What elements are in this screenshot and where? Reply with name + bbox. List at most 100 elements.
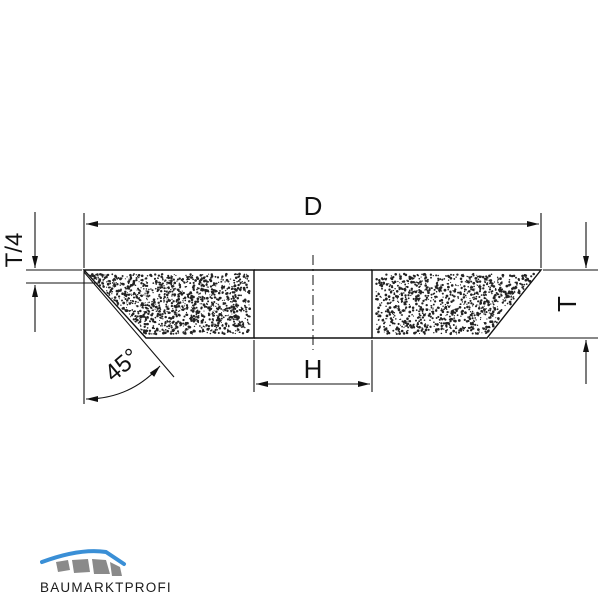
abrasive-grain (139, 317, 141, 319)
abrasive-grain (494, 299, 498, 302)
abrasive-grain (221, 299, 223, 301)
abrasive-grain (432, 307, 434, 309)
abrasive-grain (223, 332, 226, 335)
abrasive-grain (182, 297, 185, 300)
abrasive-grain (159, 286, 162, 289)
abrasive-grain (224, 309, 227, 312)
abrasive-grain (439, 287, 442, 290)
abrasive-grain (95, 278, 98, 280)
abrasive-grain (393, 313, 395, 316)
abrasive-grain (377, 292, 380, 296)
abrasive-grain (145, 284, 149, 288)
abrasive-grain (166, 320, 169, 323)
abrasive-grain (432, 303, 435, 306)
abrasive-grain (133, 310, 136, 313)
abrasive-grain (158, 305, 160, 307)
abrasive-grain (239, 324, 242, 327)
abrasive-grain (143, 325, 146, 328)
abrasive-texture-left (88, 272, 252, 336)
abrasive-grain (212, 323, 214, 325)
abrasive-grain (455, 325, 457, 327)
abrasive-grain (152, 304, 155, 308)
abrasive-grain (230, 288, 233, 291)
abrasive-grain (149, 314, 152, 316)
abrasive-grain (174, 323, 176, 326)
abrasive-grain (487, 326, 490, 329)
abrasive-grain (483, 311, 486, 313)
abrasive-grain (163, 301, 165, 303)
abrasive-grain (425, 282, 427, 284)
abrasive-grain (144, 302, 146, 304)
abrasive-grain (235, 329, 237, 332)
abrasive-grain (129, 277, 133, 280)
abrasive-grain (489, 279, 493, 282)
abrasive-grain (441, 318, 444, 321)
abrasive-grain (376, 298, 379, 301)
abrasive-grain (411, 309, 415, 312)
abrasive-grain (476, 332, 479, 335)
abrasive-grain (232, 308, 235, 311)
abrasive-grain (245, 302, 247, 304)
abrasive-grain (416, 316, 420, 319)
abrasive-grain (138, 274, 141, 276)
abrasive-grain (449, 293, 452, 296)
abrasive-grain (199, 303, 201, 305)
abrasive-grain (119, 282, 122, 284)
abrasive-grain (440, 284, 442, 286)
abrasive-grain (510, 274, 514, 278)
abrasive-grain (463, 285, 466, 288)
abrasive-grain (437, 327, 440, 331)
abrasive-grain (207, 286, 209, 288)
abrasive-grain (244, 306, 247, 309)
abrasive-grain (450, 312, 453, 315)
abrasive-grain (186, 295, 190, 298)
abrasive-grain (476, 276, 479, 278)
abrasive-grain (153, 277, 157, 280)
abrasive-grain (248, 304, 250, 306)
abrasive-grain (460, 287, 463, 290)
abrasive-grain (145, 277, 148, 280)
abrasive-grain (234, 314, 237, 317)
abrasive-grain (99, 273, 102, 276)
abrasive-grain (162, 325, 164, 327)
abrasive-grain (382, 284, 384, 286)
abrasive-grain (390, 275, 393, 277)
abrasive-grain (395, 295, 398, 298)
abrasive-grain (163, 290, 166, 293)
abrasive-grain (234, 276, 238, 280)
abrasive-grain (428, 312, 431, 315)
abrasive-grain (479, 276, 481, 279)
abrasive-grain (215, 302, 217, 304)
abrasive-grain (177, 297, 181, 301)
abrasive-grain (202, 288, 205, 291)
abrasive-grain (391, 322, 395, 325)
abrasive-grain (463, 318, 466, 322)
abrasive-grain (420, 308, 423, 311)
abrasive-grain (217, 324, 219, 327)
abrasive-grain (448, 297, 451, 300)
abrasive-grain (241, 332, 245, 335)
abrasive-grain (171, 321, 175, 324)
abrasive-grain (421, 312, 424, 315)
abrasive-grain (175, 332, 178, 335)
abrasive-grain (102, 279, 105, 281)
abrasive-grain (165, 303, 168, 306)
abrasive-grain (152, 320, 155, 323)
abrasive-grain (199, 274, 203, 277)
abrasive-grain (165, 287, 167, 289)
abrasive-grain (179, 322, 183, 326)
abrasive-grain (217, 321, 220, 325)
abrasive-grain (178, 277, 181, 280)
abrasive-grain (436, 287, 439, 290)
abrasive-grain (435, 274, 438, 277)
abrasive-grain (490, 273, 493, 276)
abrasive-grain (133, 291, 136, 295)
abrasive-grain (434, 323, 437, 326)
abrasive-grain (141, 278, 144, 282)
abrasive-grain (170, 324, 173, 327)
abrasive-grain (233, 273, 236, 276)
abrasive-grain (453, 309, 455, 311)
abrasive-grain (454, 319, 457, 323)
abrasive-grain (156, 307, 159, 310)
abrasive-grain (422, 273, 426, 276)
